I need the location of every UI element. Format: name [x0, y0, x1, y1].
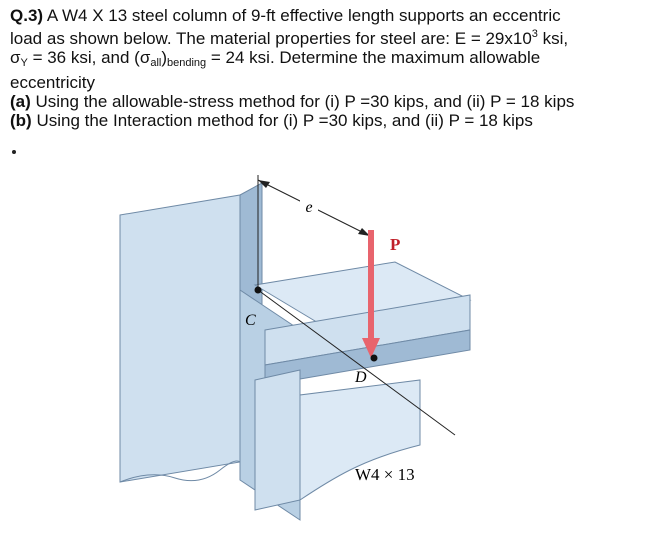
bullet-dot	[12, 150, 16, 154]
question-line-3-b: )	[161, 48, 168, 67]
part-a-label: (a)	[10, 92, 31, 111]
label-C: C	[245, 312, 256, 329]
question-line-1-text: A W4 X 13 steel column of 9-ft effective…	[46, 6, 561, 25]
dim-arrow-right	[358, 228, 370, 236]
question-line-4: eccentricity	[10, 73, 96, 92]
question-line-3-a: = 36 ksi, and (σ	[27, 48, 151, 67]
back-flange-face	[119, 194, 241, 483]
part-b: (b) Using the Interaction method for (i)…	[10, 111, 646, 130]
question-line-3: σY = 36 ksi, and (σall)bending = 24 ksi.…	[10, 48, 646, 73]
label-P: P	[390, 235, 400, 254]
dim-arrow-left	[258, 180, 270, 188]
all-subscript: all	[150, 57, 162, 69]
front-plate	[254, 369, 301, 511]
label-e: e	[305, 199, 312, 216]
part-a-text: Using the allowable-stress method for (i…	[30, 92, 575, 111]
question-line-3-c: = 24 ksi. Determine the maximum allowabl…	[206, 48, 541, 67]
sigma-subscript: Y	[20, 57, 28, 69]
part-b-label: (b)	[10, 111, 32, 130]
sigma-symbol: σ	[10, 48, 21, 67]
e-label-bg	[300, 200, 318, 216]
section-label: W4 × 13	[355, 465, 415, 484]
steel-column-section	[119, 182, 472, 521]
load-arrow-head	[362, 338, 380, 358]
question-line-2: load as shown below. The material proper…	[10, 25, 646, 48]
question-line-2-end: ksi,	[537, 29, 569, 48]
diagonal-axis-line	[257, 289, 456, 436]
break-line	[119, 460, 241, 483]
part-a: (a) Using the allowable-stress method fo…	[10, 92, 646, 111]
question-line-2-text: load as shown below. The material proper…	[10, 29, 532, 48]
exponent: 3	[531, 28, 538, 40]
bending-subscript: bending	[167, 57, 207, 69]
front-plate-lower	[299, 379, 421, 501]
question-number: Q.3)	[10, 6, 44, 25]
point-D	[370, 354, 378, 362]
question-line-1: Q.3) A W4 X 13 steel column of 9-ft effe…	[10, 6, 646, 25]
label-D: D	[354, 369, 367, 386]
part-b-text: Using the Interaction method for (i) P =…	[31, 111, 533, 130]
question-text: Q.3) A W4 X 13 steel column of 9-ft effe…	[10, 6, 646, 130]
point-C	[254, 286, 262, 294]
